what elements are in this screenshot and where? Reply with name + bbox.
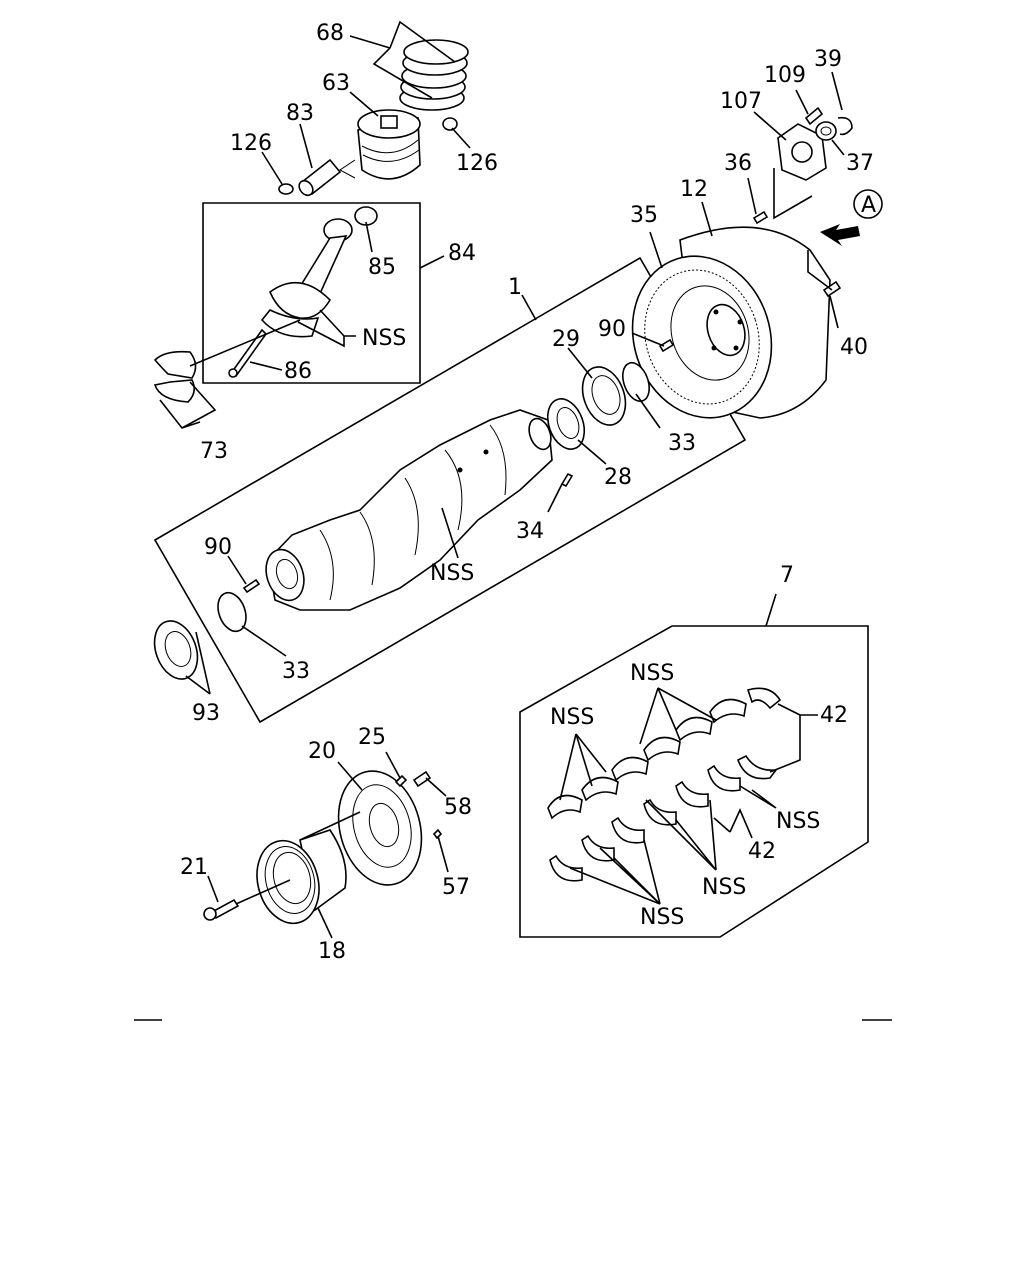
connecting-rod	[260, 218, 353, 338]
flywheel	[631, 226, 831, 419]
callout-83: 83	[286, 101, 314, 126]
callout-39: 39	[814, 47, 842, 72]
callout-86: 86	[284, 359, 312, 384]
callout-7: 7	[780, 563, 794, 588]
front-oil-seal-sleeve	[217, 591, 247, 633]
piston	[339, 109, 421, 180]
callout-90-front: 90	[204, 535, 232, 560]
callout-nss-rod: NSS	[362, 326, 406, 351]
connecting-rod-group-box	[202, 202, 421, 384]
callout-57: 57	[442, 875, 470, 900]
crankshaft-pin-rear	[658, 338, 675, 353]
callout-37: 37	[846, 151, 874, 176]
front-oil-seal	[153, 620, 199, 680]
callout-93: 93	[192, 701, 220, 726]
callout-42-lower: 42	[748, 839, 776, 864]
callout-36: 36	[724, 151, 752, 176]
callout-nss-upper-left: NSS	[550, 705, 594, 730]
piston-rings	[399, 39, 469, 111]
callout-29: 29	[552, 327, 580, 352]
callout-nss-lower-right: NSS	[702, 875, 746, 900]
crankshaft-pulley	[256, 829, 347, 925]
callout-25: 25	[358, 725, 386, 750]
damper-pin	[394, 774, 408, 788]
rear-oil-seal-sleeve	[622, 361, 650, 403]
callout-28: 28	[604, 465, 632, 490]
pilot-bearing	[815, 121, 837, 141]
callout-58: 58	[444, 795, 472, 820]
damper-bolt	[412, 770, 432, 788]
crankshaft	[265, 409, 553, 611]
leader-lines	[159, 20, 845, 939]
piston-pin	[298, 158, 342, 197]
callout-84: 84	[448, 241, 476, 266]
callout-12: 12	[680, 177, 708, 202]
callout-42-upper: 42	[820, 703, 848, 728]
callout-107: 107	[720, 89, 762, 114]
callout-90-rear: 90	[598, 317, 626, 342]
callout-40: 40	[840, 335, 868, 360]
view-arrow	[820, 224, 860, 246]
oil-pump-drive-gear	[546, 398, 586, 450]
crankshaft-dowel	[560, 472, 574, 488]
callout-1: 1	[508, 275, 522, 300]
callout-nss-crankshaft: NSS	[430, 561, 474, 586]
callout-nss-lower-left: NSS	[640, 905, 684, 930]
connecting-rod-bearing	[153, 350, 197, 403]
callout-35: 35	[630, 203, 658, 228]
main-bearing-upper-halves	[547, 687, 782, 820]
pilot-bearing-housing	[777, 123, 827, 181]
callout-33-rear: 33	[668, 431, 696, 456]
callout-126-left: 126	[230, 131, 272, 156]
callout-73: 73	[200, 439, 228, 464]
callout-nss-upper-right: NSS	[630, 661, 674, 686]
callout-34: 34	[516, 519, 544, 544]
snap-ring-right	[442, 117, 458, 131]
crankshaft-pin-front	[242, 578, 261, 594]
pulley-pin	[432, 828, 443, 840]
crankshaft-gear	[581, 366, 627, 426]
callout-nss-thrust: NSS	[776, 809, 820, 834]
callout-68: 68	[316, 21, 344, 46]
callout-126-right: 126	[456, 151, 498, 176]
snap-ring-left	[278, 183, 294, 195]
callout-18: 18	[318, 939, 346, 964]
callout-view-a: A	[861, 193, 876, 218]
callout-21: 21	[180, 855, 208, 880]
housing-bolt	[804, 106, 824, 126]
callout-109: 109	[764, 63, 806, 88]
callout-33-front: 33	[282, 659, 310, 684]
bearing-snap-ring	[837, 116, 853, 136]
callout-20: 20	[308, 739, 336, 764]
callout-85: 85	[368, 255, 396, 280]
callout-63: 63	[322, 71, 350, 96]
main-bearing-group-box	[519, 625, 869, 938]
flywheel-dowel	[752, 210, 769, 225]
view-circle	[853, 189, 883, 219]
crankshaft-group-box	[153, 256, 747, 724]
crankshaft-damper	[337, 770, 423, 886]
pulley-bolt	[203, 898, 240, 921]
main-bearing-lower-halves	[549, 754, 778, 882]
